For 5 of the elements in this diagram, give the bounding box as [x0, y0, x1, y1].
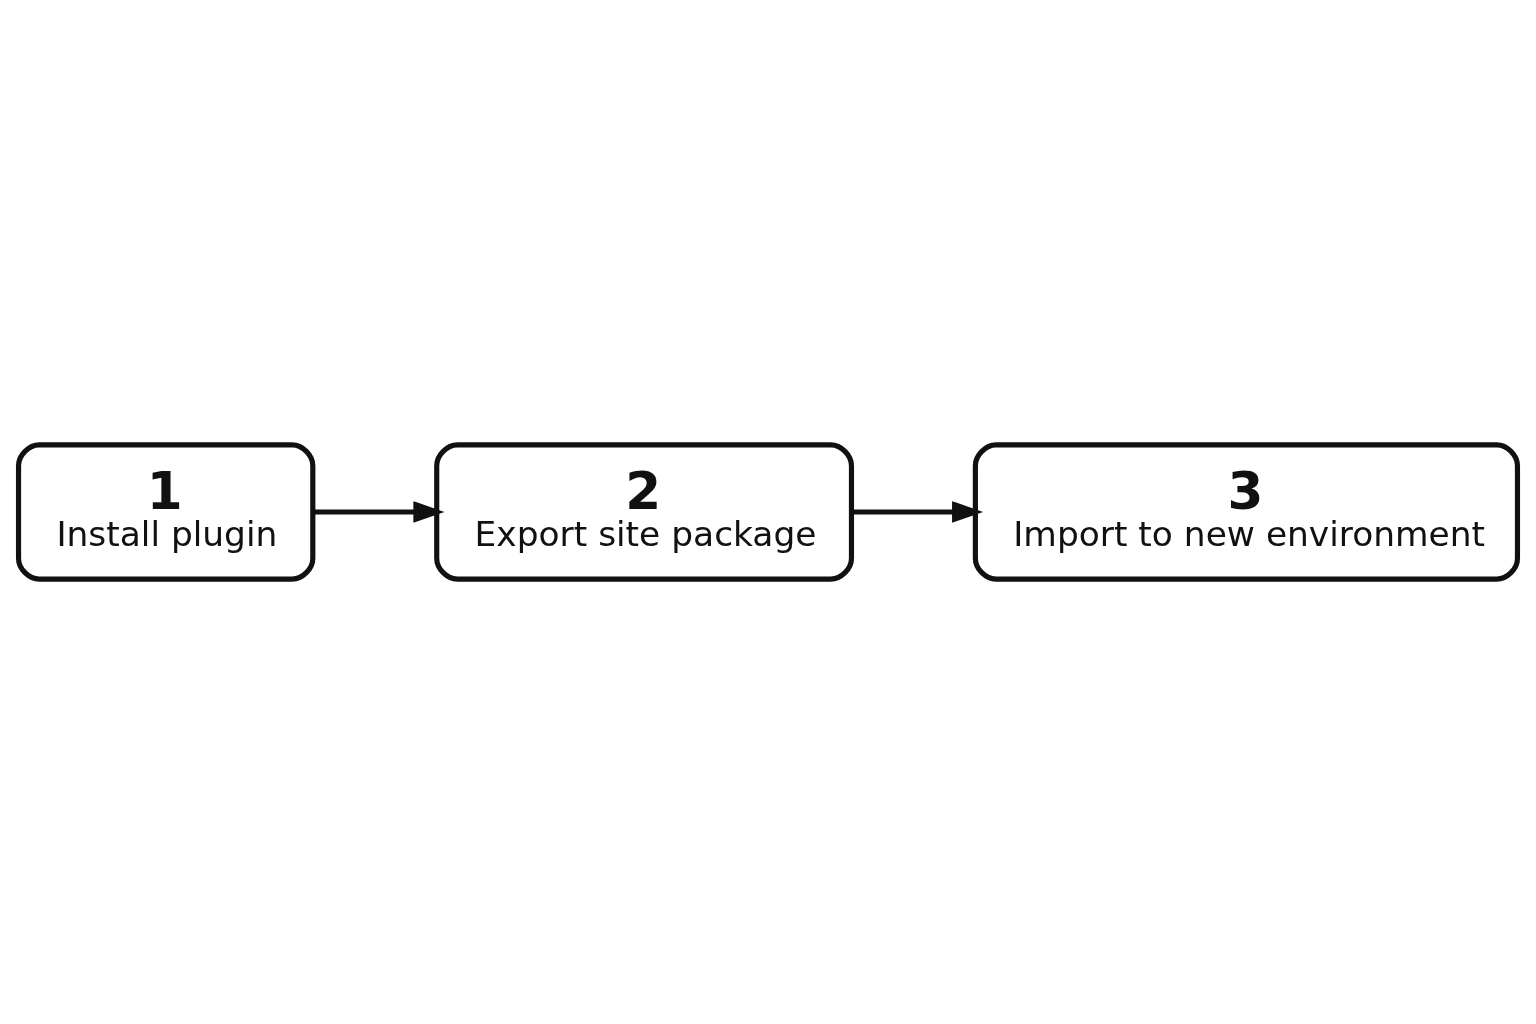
node-box: 1 Install plugin — [15, 442, 316, 582]
arrow — [851, 501, 984, 523]
node-box: 3 Import to new environment — [972, 442, 1521, 582]
arrow — [313, 501, 445, 523]
node-box: 2 Export site package — [434, 442, 855, 582]
